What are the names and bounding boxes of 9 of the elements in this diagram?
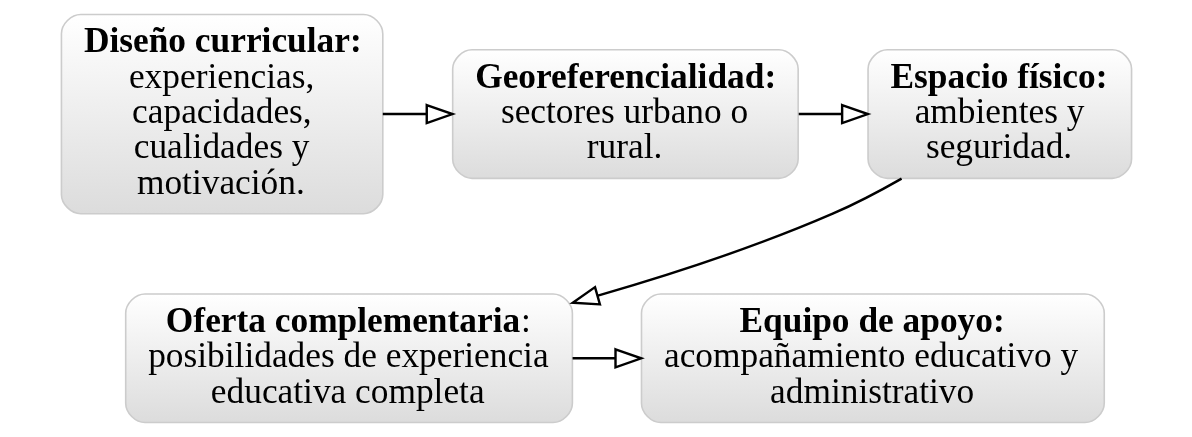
node-box: Oferta complementaria: posibilidades de experiencia educativa completa xyxy=(124,293,573,424)
node-box: Espacio físico: ambientes y seguridad. xyxy=(866,48,1132,180)
arrow xyxy=(382,103,456,125)
arrow xyxy=(798,103,871,125)
node-box: Diseño curricular: experiencias, capacidades, cualidades y motivación. xyxy=(60,13,384,215)
node-box: Equipo de apoyo: acompañamiento educativo y administrativo xyxy=(640,293,1105,424)
arrow xyxy=(572,347,645,369)
node-box: Georeferencialidad: sectores urbano o rural. xyxy=(451,48,799,180)
arrow xyxy=(568,177,902,306)
